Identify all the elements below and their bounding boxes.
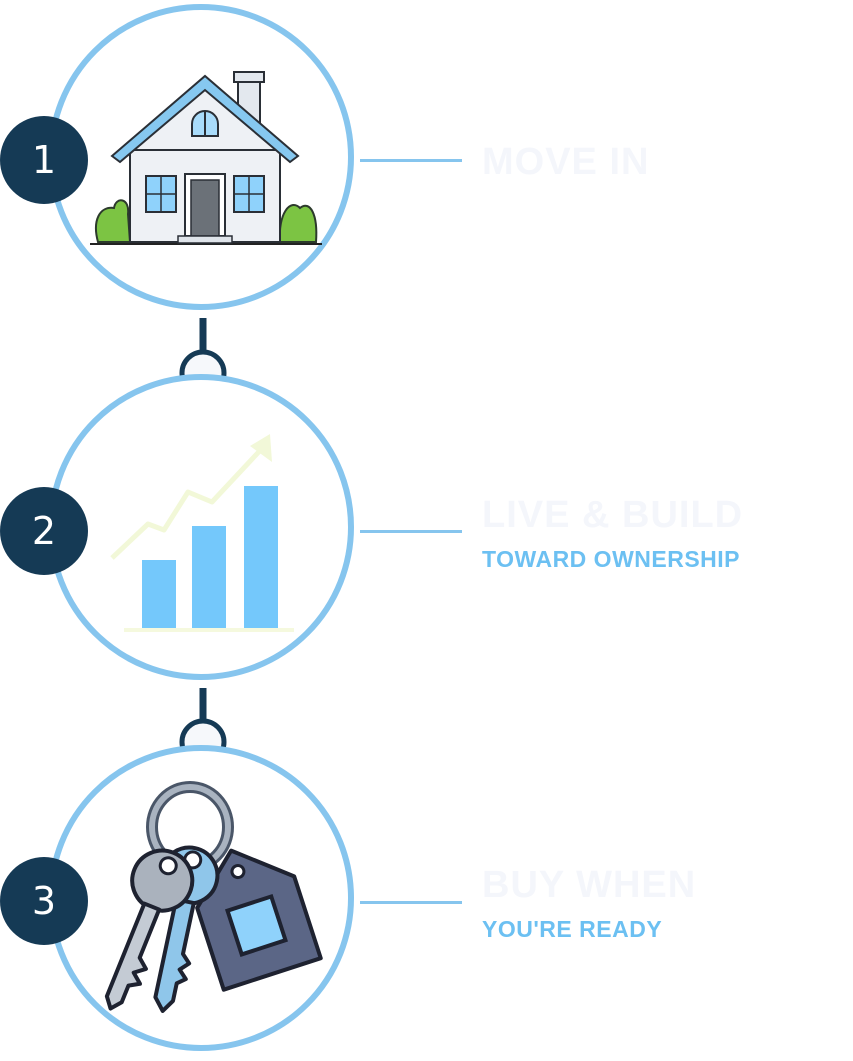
step-2-ring: [48, 374, 354, 680]
step-3-ring: [48, 745, 354, 1051]
step-3-subtitle: YOU'RE READY: [482, 916, 663, 942]
bar-1: [142, 560, 176, 628]
step-3-number-badge: 3: [0, 857, 88, 945]
step-2-number-badge: 2: [0, 487, 88, 575]
step-1-title: MOVE IN: [482, 141, 650, 183]
bar-chart-icon: [110, 434, 294, 632]
house-icon: [90, 71, 322, 245]
step-3-title: BUY WHEN: [482, 864, 697, 906]
bar-3: [244, 486, 278, 628]
step-3-leader-line: [360, 901, 462, 904]
step-2-title: LIVE & BUILD: [482, 494, 744, 536]
step-1-number-badge: 1: [0, 116, 88, 204]
step-1-ring: [48, 4, 354, 310]
step-2-subtitle: TOWARD OWNERSHIP: [482, 546, 741, 572]
house-keys-icon: [104, 781, 323, 1013]
bar-2: [192, 526, 226, 628]
step-2-leader-line: [360, 530, 462, 533]
step-1-leader-line: [360, 159, 462, 162]
